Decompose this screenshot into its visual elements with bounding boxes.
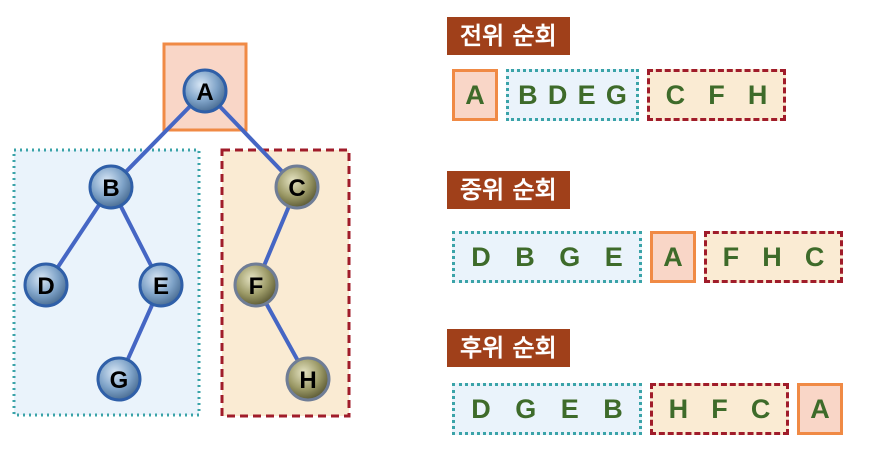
traversal-node-label: H bbox=[668, 393, 689, 424]
traversal-node-label: A bbox=[663, 241, 683, 272]
section-title: 후위 순회 bbox=[447, 329, 570, 367]
tree-node-label: C bbox=[288, 175, 305, 202]
traversal-node-label: H bbox=[747, 79, 768, 110]
traversal-node-label: E bbox=[604, 241, 623, 272]
tree-node-label: G bbox=[110, 367, 129, 394]
traversal-node-label: A bbox=[810, 393, 830, 424]
traversal-node-label: B bbox=[518, 79, 538, 110]
tree-node-A: A bbox=[182, 68, 228, 114]
traversal-group-root: A bbox=[452, 69, 498, 121]
traversal-node-label: G bbox=[515, 393, 537, 424]
tree-node-label: B bbox=[102, 175, 119, 202]
traversal-node-label: E bbox=[577, 79, 596, 110]
inorder-section: 중위 순회 bbox=[447, 171, 570, 209]
traversal-node-label: A bbox=[465, 79, 485, 110]
preorder-section: 전위 순회 bbox=[447, 17, 570, 55]
traversal-node-label: F bbox=[711, 393, 728, 424]
traversal-node-label: E bbox=[560, 393, 579, 424]
binary-tree-diagram: A B C D E F G H bbox=[12, 42, 351, 418]
tree-node-G: G bbox=[96, 356, 142, 402]
traversal-group-root: A bbox=[797, 383, 843, 435]
tree-node-label: D bbox=[37, 273, 54, 300]
traversal-node-label: C bbox=[804, 241, 825, 272]
traversal-node-label: B bbox=[603, 393, 623, 424]
tree-node-F: F bbox=[233, 262, 279, 308]
tree-node-H: H bbox=[285, 356, 331, 402]
traversal-node-label: C bbox=[665, 79, 686, 110]
traversal-node-label: H bbox=[762, 241, 782, 272]
traversal-group-root: A bbox=[650, 231, 696, 283]
tree-node-label: A bbox=[196, 79, 213, 106]
tree-node-E: E bbox=[138, 262, 184, 308]
section-title: 전위 순회 bbox=[447, 17, 570, 55]
tree-node-label: H bbox=[299, 367, 316, 394]
tree-node-C: C bbox=[274, 164, 320, 210]
traversal-node-label: C bbox=[750, 393, 771, 424]
section-title: 중위 순회 bbox=[447, 171, 570, 209]
tree-node-label: F bbox=[249, 273, 264, 300]
tree-node-B: B bbox=[88, 164, 134, 210]
tree-node-label: E bbox=[153, 273, 169, 300]
postorder-section: 후위 순회 bbox=[447, 329, 570, 367]
traversal-node-label: F bbox=[722, 241, 740, 272]
traversal-node-label: B bbox=[515, 241, 535, 272]
traversal-node-label: F bbox=[708, 79, 725, 110]
tree-node-D: D bbox=[23, 262, 69, 308]
traversal-node-label: D bbox=[471, 241, 491, 272]
traversal-node-label: G bbox=[559, 241, 581, 272]
traversal-node-label: G bbox=[605, 79, 627, 110]
traversal-node-label: D bbox=[471, 393, 491, 424]
traversal-node-label: D bbox=[547, 79, 568, 110]
